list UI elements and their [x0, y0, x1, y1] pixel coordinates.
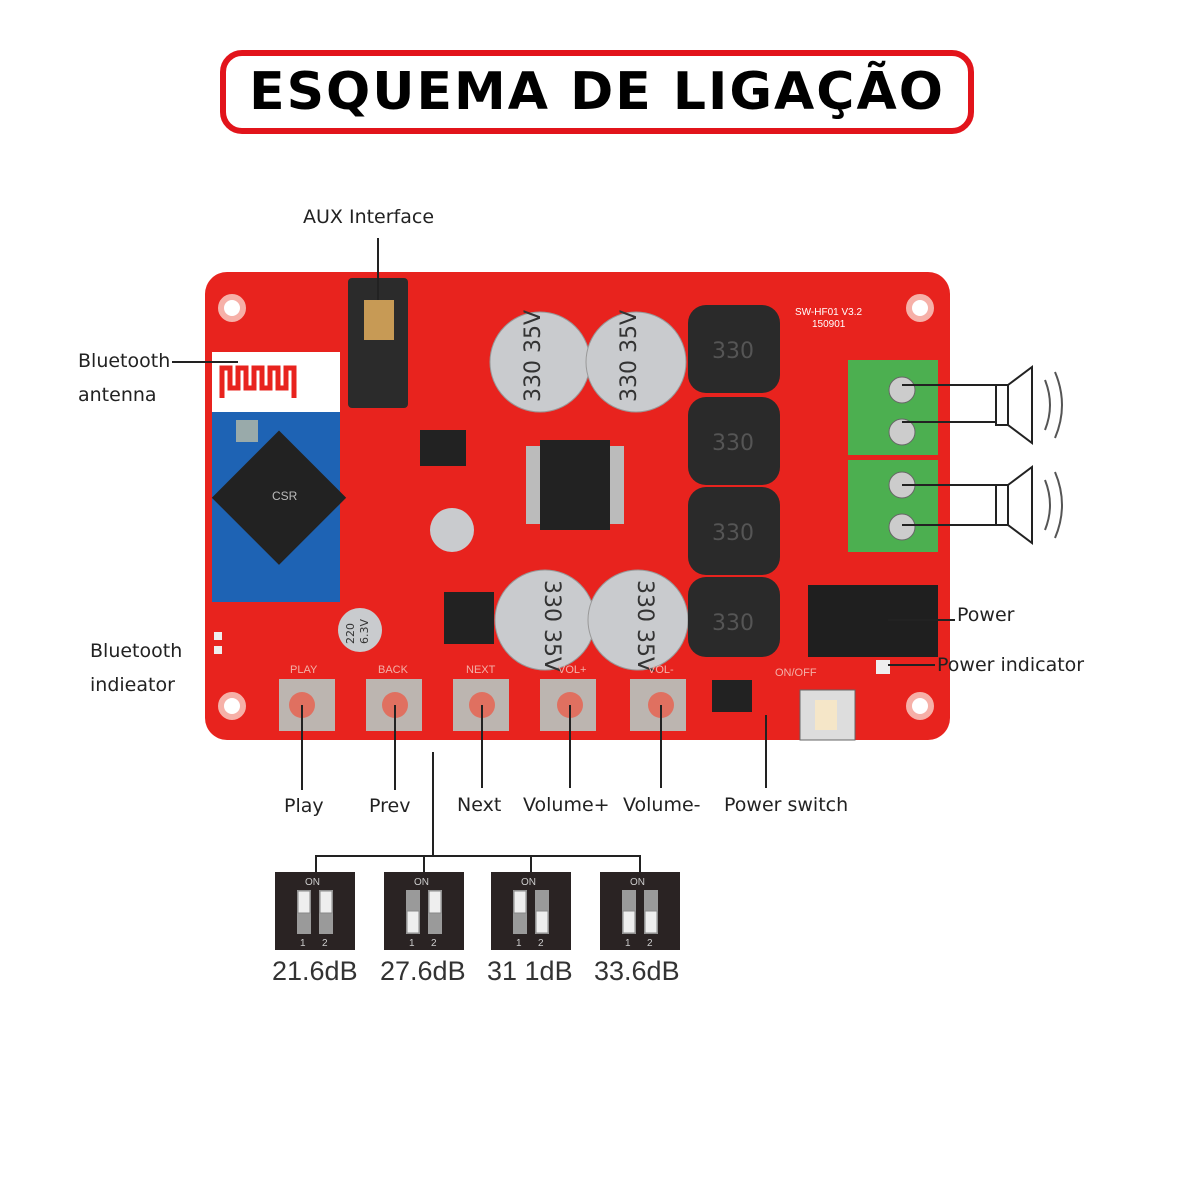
gain-label: 27.6dB	[380, 956, 466, 986]
inductors	[688, 305, 780, 657]
label-play: Play	[284, 795, 324, 817]
label-power-switch: Power switch	[724, 794, 849, 816]
svg-text:150901: 150901	[812, 319, 846, 330]
amplifier-chip	[540, 440, 610, 530]
label-aux-interface: AUX Interface	[303, 206, 435, 228]
svg-text:BACK: BACK	[378, 664, 409, 676]
svg-text:330: 330	[712, 431, 754, 456]
power-indicator-led	[876, 660, 890, 674]
label-prev: Prev	[369, 795, 411, 817]
svg-text:NEXT: NEXT	[466, 664, 496, 676]
gain-dip-switches: ON 1 2 ON 1 2 ON 1 2 ON 1 2	[275, 872, 680, 950]
capacitors-330uf: 330 35V 330 35V 330 35V 330 35V	[489, 310, 689, 672]
bluetooth-module: CSR	[211, 352, 347, 602]
dip-number: 2	[431, 938, 437, 949]
dip-number: 1	[625, 938, 631, 949]
dip-number: 1	[300, 938, 306, 949]
dip-number: 2	[322, 938, 328, 949]
dip-knob-off	[406, 910, 420, 934]
board-buttons	[279, 679, 686, 731]
svg-text:330 35V: 330 35V	[617, 310, 642, 402]
dip-knob-off	[644, 910, 658, 934]
dip-on-label: ON	[305, 877, 320, 888]
label-bluetooth-antenna: Bluetooth	[78, 350, 171, 372]
dip-knob-on	[297, 890, 311, 914]
dip-knob-on	[428, 890, 442, 914]
capacitor-220uf: 220 6.3V	[338, 608, 382, 652]
svg-text:SW-HF01 V3.2: SW-HF01 V3.2	[795, 307, 862, 318]
dip-knob-off	[622, 910, 636, 934]
gain-label: 31 1dB	[487, 956, 573, 986]
svg-text:VOL+: VOL+	[558, 664, 586, 676]
speaker-icons	[995, 365, 1063, 545]
svg-text:ON/OFF: ON/OFF	[775, 667, 817, 679]
label-bluetooth-antenna-2: antenna	[78, 384, 157, 406]
dip-number: 2	[647, 938, 653, 949]
capacitor-100uf	[430, 508, 474, 552]
dip-switch-diagram: ON 1 2	[491, 872, 571, 950]
svg-text:330 35V: 330 35V	[632, 580, 657, 672]
dip-number: 1	[516, 938, 522, 949]
dip-switch-diagram: ON 1 2	[275, 872, 355, 950]
dip-switch-diagram: ON 1 2	[600, 872, 680, 950]
dip-on-label: ON	[630, 877, 645, 888]
speaker-terminals	[848, 360, 1000, 552]
csr-chip	[211, 430, 347, 565]
dip-number: 2	[538, 938, 544, 949]
svg-text:VOL-: VOL-	[648, 664, 674, 676]
svg-text:330: 330	[712, 611, 754, 636]
dip-knob-on	[513, 890, 527, 914]
page-title: ESQUEMA DE LIGAÇÃO	[249, 62, 945, 122]
label-power-indicator: Power indicator	[937, 654, 1085, 676]
dip-knob-on	[319, 890, 333, 914]
title-box: ESQUEMA DE LIGAÇÃO	[220, 50, 974, 134]
tiny-cap-value: 220	[344, 623, 357, 644]
board-button-labels: PLAY BACK NEXT VOL+ VOL- ON/OFF	[290, 664, 817, 679]
label-next: Next	[457, 794, 502, 816]
label-power: Power	[957, 604, 1015, 626]
svg-text:330 35V: 330 35V	[521, 310, 546, 402]
gain-label: 21.6dB	[272, 956, 358, 986]
chip-brand: CSR	[272, 489, 298, 503]
label-volume-up: Volume+	[523, 794, 610, 816]
dip-on-label: ON	[521, 877, 536, 888]
board-dip-switch	[444, 592, 494, 644]
svg-text:PLAY: PLAY	[290, 664, 318, 676]
leader-lines	[172, 238, 955, 872]
svg-text:330: 330	[712, 339, 754, 364]
gain-label: 33.6dB	[594, 956, 680, 986]
tiny-cap-voltage: 6.3V	[358, 619, 371, 644]
dip-number: 1	[409, 938, 415, 949]
label-volume-down: Volume-	[623, 794, 701, 816]
label-bluetooth-indicator: Bluetooth	[90, 640, 183, 662]
dip-switch-diagram: ON 1 2	[384, 872, 464, 950]
label-bluetooth-indicator-2: indieator	[90, 674, 175, 696]
dip-knob-off	[535, 910, 549, 934]
dip-on-label: ON	[414, 877, 429, 888]
antenna-trace	[219, 365, 297, 398]
svg-text:330: 330	[712, 521, 754, 546]
mounting-holes	[218, 294, 934, 720]
svg-text:330 35V: 330 35V	[539, 580, 564, 672]
